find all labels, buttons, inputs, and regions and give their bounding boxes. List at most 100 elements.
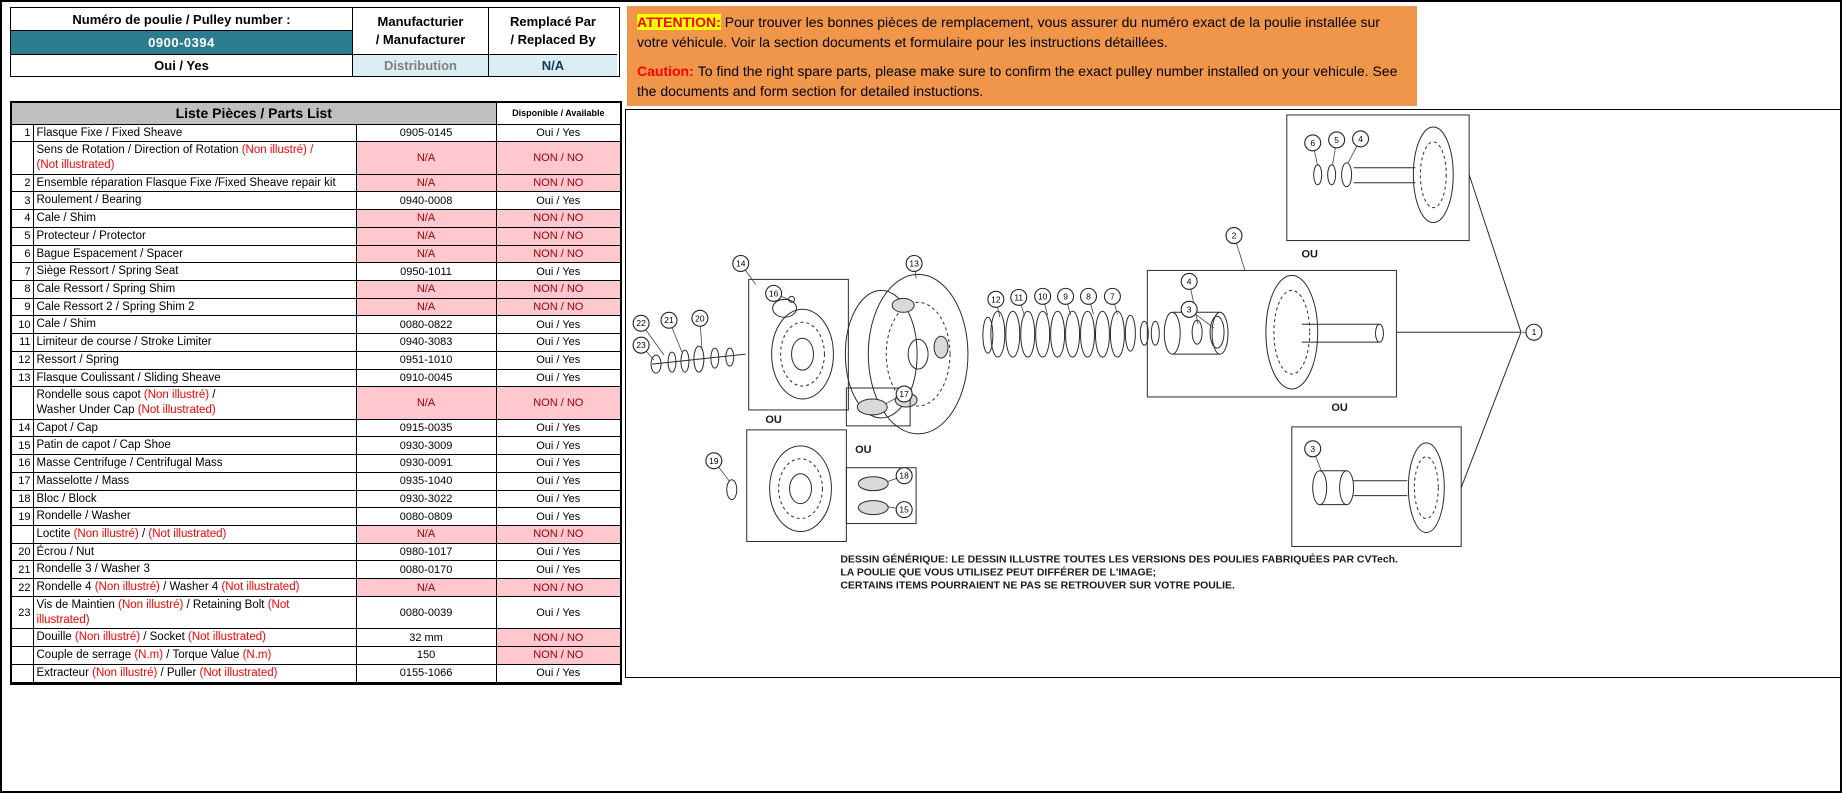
ou-label: OU bbox=[855, 444, 872, 456]
availability: NON / NO bbox=[495, 141, 622, 175]
part-number: 0980-1017 bbox=[355, 542, 497, 562]
callout-number: 10 bbox=[1038, 291, 1048, 301]
callout-marker bbox=[705, 452, 723, 470]
callout-marker bbox=[1525, 323, 1543, 341]
part-number: N/A bbox=[355, 244, 497, 264]
callout-number: 18 bbox=[899, 471, 909, 481]
ou-label: OU bbox=[765, 414, 782, 426]
table-row: Couple de serrage (N.m) / Torque Value (… bbox=[10, 646, 622, 665]
callout-number: 15 bbox=[899, 505, 909, 515]
callout-number: 4 bbox=[1187, 276, 1192, 286]
table-row: Extracteur (Non illustré) / Puller (Not … bbox=[10, 663, 622, 684]
attention-label: ATTENTION: bbox=[637, 14, 721, 30]
header-line: / Replaced By bbox=[510, 32, 596, 47]
pulley-availability-value: Oui / Yes bbox=[11, 54, 352, 76]
diagram-note-line-2: LA POULIE QUE VOUS UTILISEZ PEUT DIFFÉRE… bbox=[840, 565, 1156, 578]
part-description: Sens de Rotation / Direction of Rotation… bbox=[32, 141, 357, 175]
manufacturer-column-header: Manufacturier / Manufacturer bbox=[352, 8, 488, 54]
part-description: Rondelle / Washer bbox=[32, 507, 357, 527]
callout-number: 3 bbox=[1310, 444, 1315, 454]
part-number: 32 mm bbox=[355, 628, 497, 648]
callout-number: 17 bbox=[899, 389, 909, 399]
part-number: N/A bbox=[355, 279, 497, 299]
part-description: Bloc / Block bbox=[32, 489, 357, 509]
availability: NON / NO bbox=[495, 646, 622, 665]
callout-number: 4 bbox=[1358, 134, 1363, 144]
pulley-number-label: Numéro de poulie / Pulley number : bbox=[72, 11, 291, 27]
part-number: 150 bbox=[355, 646, 497, 665]
manufacturer-value: Distribution bbox=[352, 54, 488, 76]
callout-marker bbox=[1180, 272, 1198, 290]
part-description: Roulement / Bearing bbox=[32, 191, 357, 211]
header-line: Remplacé Par bbox=[510, 14, 596, 30]
callout-number: 19 bbox=[709, 456, 719, 466]
row-number bbox=[10, 646, 34, 665]
callout-marker bbox=[895, 467, 913, 485]
row-number: 7 bbox=[10, 262, 34, 281]
part-number: 0910-0045 bbox=[355, 368, 497, 388]
row-number: 18 bbox=[10, 489, 34, 509]
part-number: 0080-0809 bbox=[355, 507, 497, 527]
availability: NON / NO bbox=[495, 297, 622, 317]
part-description: Rondelle 4 (Non illustré) / Washer 4 (No… bbox=[32, 578, 357, 597]
callout-number: 8 bbox=[1086, 291, 1091, 301]
availability: Oui / Yes bbox=[495, 191, 622, 211]
part-description: Cale Ressort 2 / Spring Shim 2 bbox=[32, 297, 357, 317]
callout-marker bbox=[1225, 227, 1243, 245]
part-description: Capot / Cap bbox=[32, 418, 357, 438]
row-number: 15 bbox=[10, 436, 34, 456]
availability: NON / NO bbox=[495, 209, 622, 228]
callout-marker bbox=[660, 311, 678, 329]
part-description: Douille (Non illustré) / Socket (Not ill… bbox=[32, 628, 357, 648]
part-description: Ressort / Spring bbox=[32, 350, 357, 370]
row-number: 11 bbox=[10, 333, 34, 352]
callout-marker bbox=[1328, 131, 1346, 149]
part-description: Siège Ressort / Spring Seat bbox=[32, 262, 357, 281]
availability: NON / NO bbox=[495, 173, 622, 193]
row-number: 21 bbox=[10, 560, 34, 580]
availability: NON / NO bbox=[495, 226, 622, 246]
callout-number: 1 bbox=[1532, 327, 1537, 337]
part-number: 0930-0091 bbox=[355, 454, 497, 473]
row-number bbox=[10, 628, 34, 648]
part-number: 0930-3022 bbox=[355, 489, 497, 509]
part-number: 0950-1011 bbox=[355, 262, 497, 281]
row-number bbox=[10, 386, 34, 420]
parts-table-title: Liste Pièces / Parts List bbox=[10, 101, 497, 125]
availability: Oui / Yes bbox=[495, 123, 622, 143]
row-number: 8 bbox=[10, 279, 34, 299]
callout-marker bbox=[1304, 440, 1322, 458]
part-number: 0930-3009 bbox=[355, 436, 497, 456]
availability: Oui / Yes bbox=[495, 542, 622, 562]
part-number: N/A bbox=[355, 297, 497, 317]
part-number: N/A bbox=[355, 525, 497, 544]
caution-label: Caution: bbox=[637, 62, 694, 79]
pulley-number-value: 0900-0394 bbox=[11, 30, 352, 54]
row-number: 22 bbox=[10, 578, 34, 597]
callout-number: 12 bbox=[991, 294, 1001, 304]
callout-number: 9 bbox=[1063, 291, 1068, 301]
callout-marker bbox=[1079, 287, 1098, 305]
row-number: 14 bbox=[10, 418, 34, 438]
part-number: N/A bbox=[355, 226, 497, 246]
availability: Oui / Yes bbox=[495, 436, 622, 456]
part-description: Rondelle sous capot (Non illustré) /Wash… bbox=[32, 386, 357, 420]
callout-marker bbox=[691, 309, 709, 327]
row-number bbox=[10, 141, 34, 175]
callout-number: 16 bbox=[769, 288, 779, 298]
row-number: 6 bbox=[10, 244, 34, 264]
row-number: 16 bbox=[10, 454, 34, 473]
